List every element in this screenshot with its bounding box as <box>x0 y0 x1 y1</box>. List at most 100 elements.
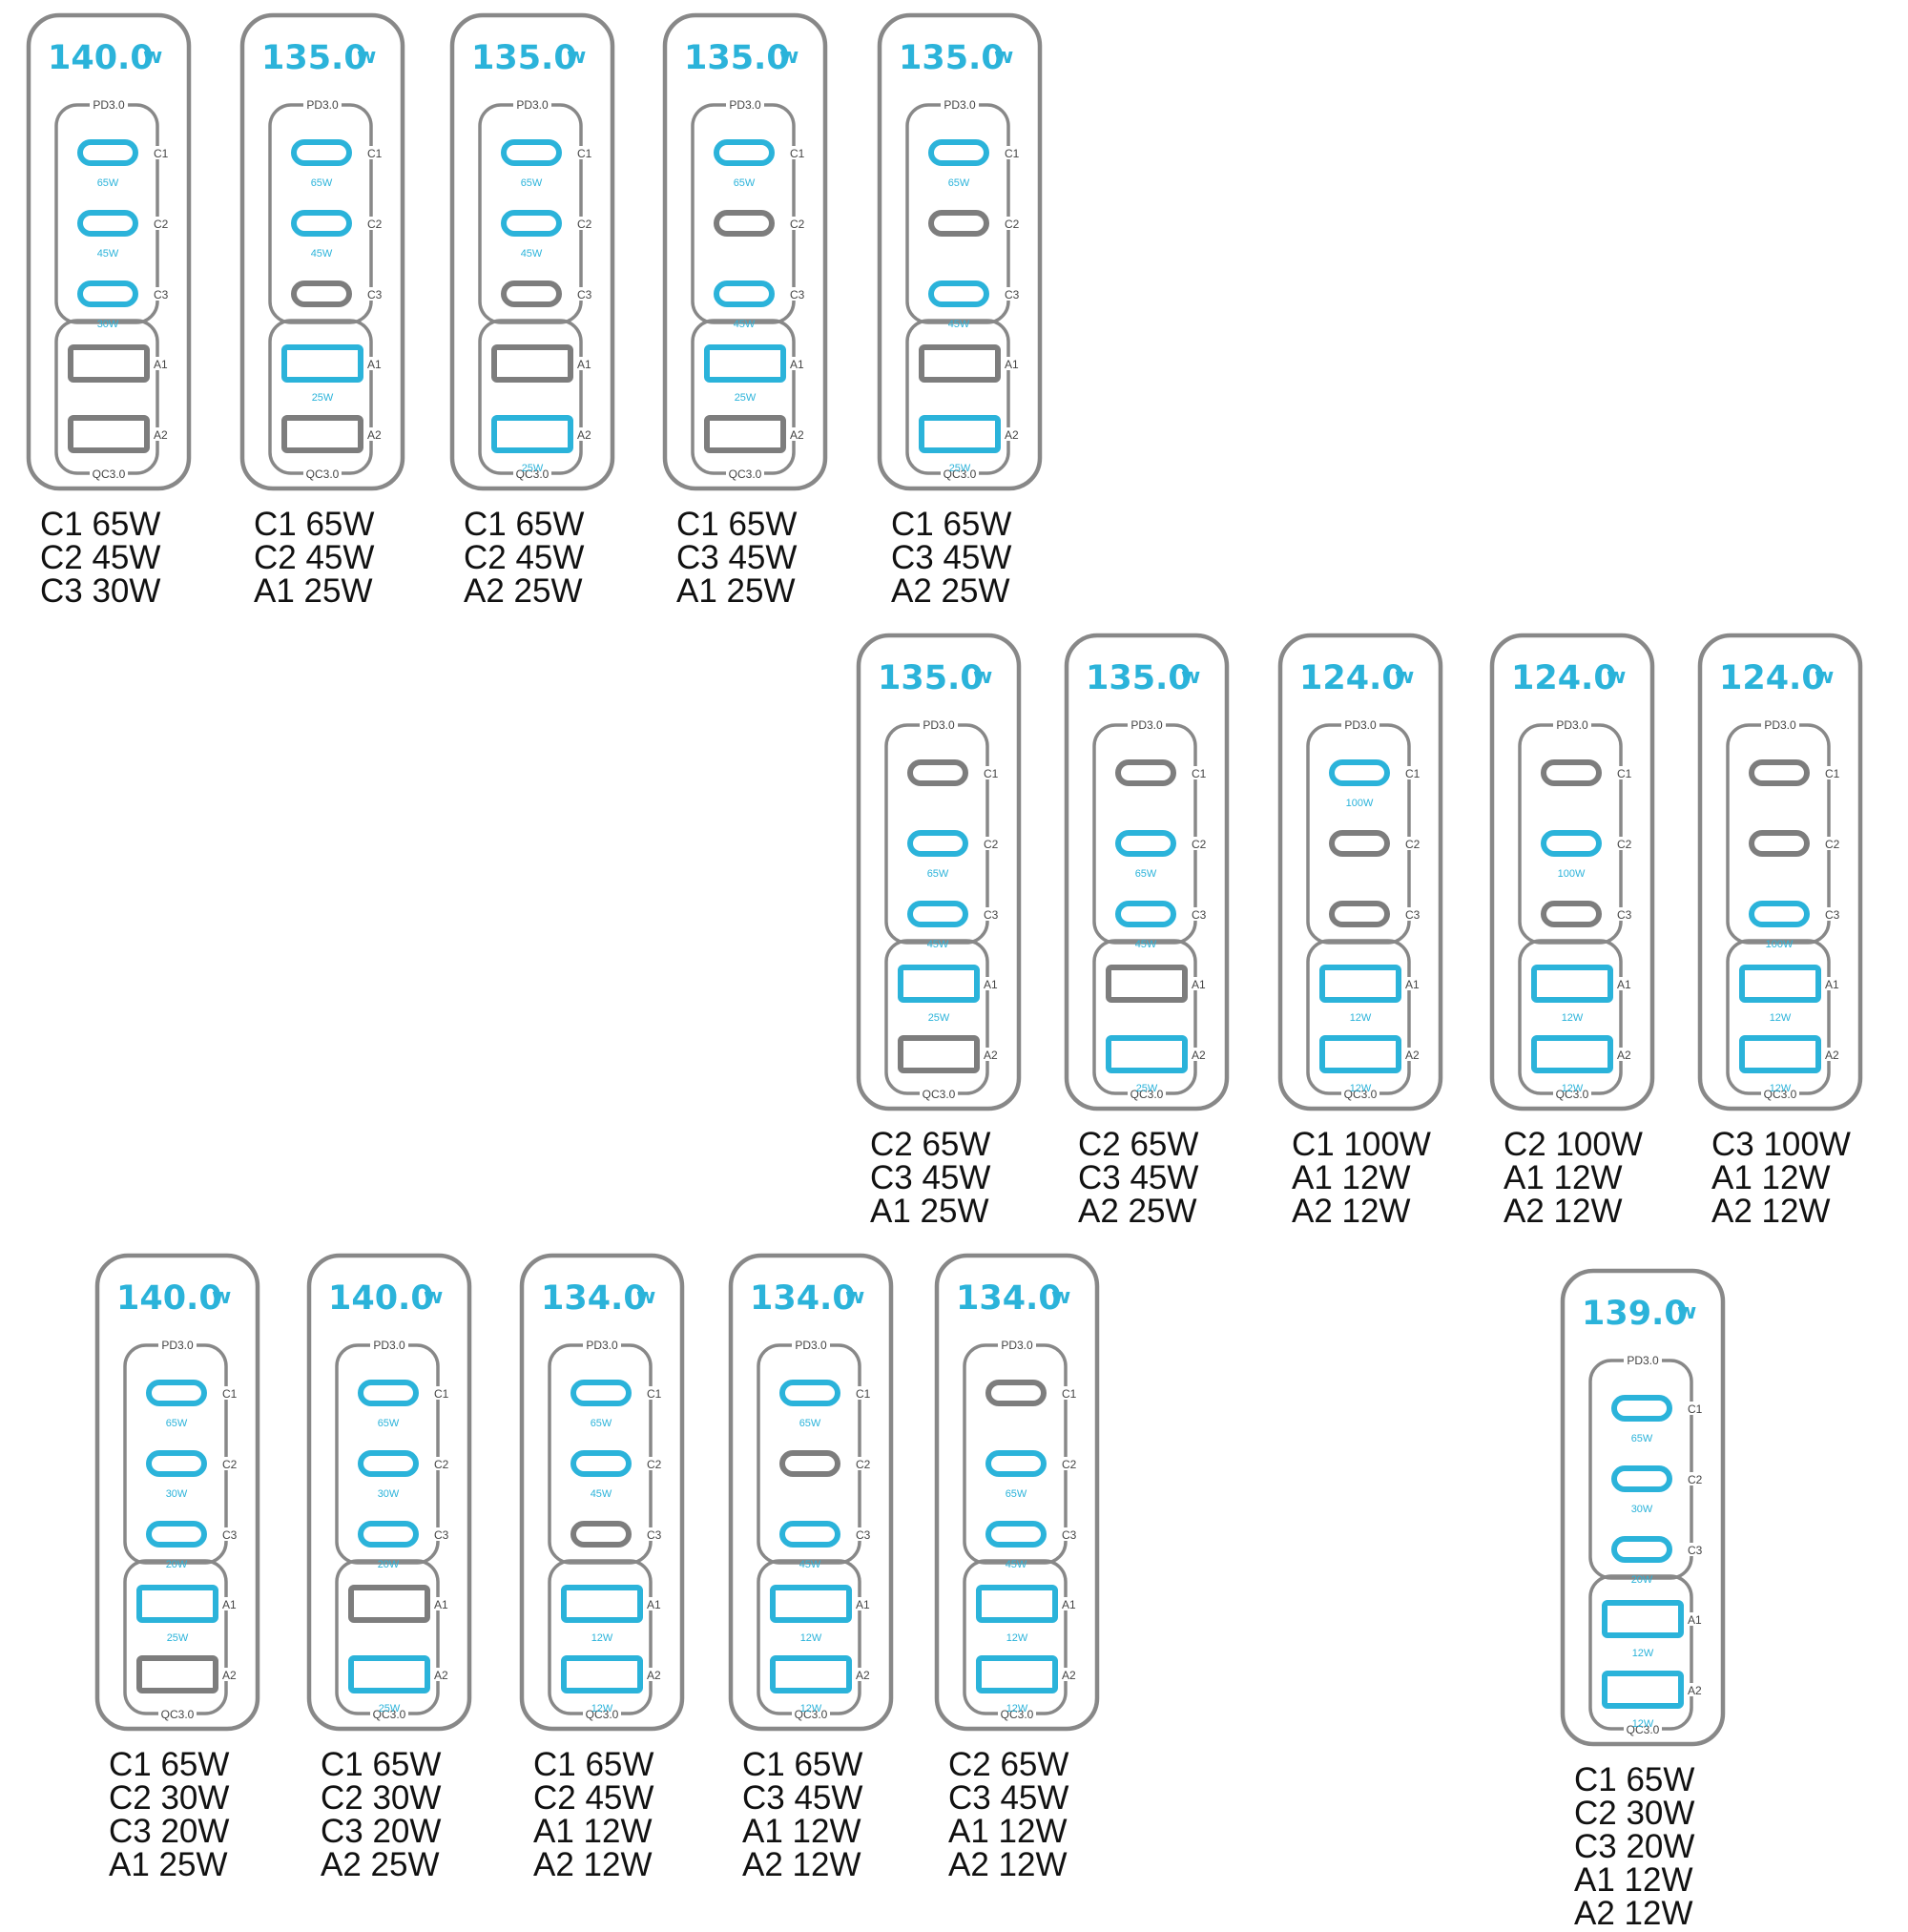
port-wattage-c2: 45W <box>591 1488 612 1500</box>
caption-line: C3 45W <box>891 539 1012 576</box>
port-wattage-c3: 45W <box>799 1559 821 1570</box>
port-wattage-a1: 12W <box>591 1632 613 1644</box>
pd-label: PD3.0 <box>729 98 761 112</box>
port-wattage-c1: 100W <box>1346 798 1374 809</box>
usb-a-port-a1 <box>704 344 786 383</box>
port-label-a2: A2 <box>647 1669 661 1682</box>
port-label-c1: C1 <box>1617 767 1632 780</box>
usb-a-port-a2 <box>561 1655 643 1693</box>
port-wattage-a1: 12W <box>1770 1012 1792 1024</box>
usb-a-port-a1 <box>1531 965 1613 1003</box>
total-wattage: 140.0 <box>328 1279 434 1318</box>
port-wattage-a1: 12W <box>1562 1012 1584 1024</box>
port-wattage-a2: 12W <box>591 1703 613 1714</box>
usb-a-port-a1 <box>770 1585 852 1623</box>
usb-a-port-a2 <box>348 1655 430 1693</box>
port-wattage-c3: 45W <box>734 319 756 330</box>
port-label-c3: C3 <box>1825 908 1840 922</box>
usb-c-port-c2 <box>358 1450 419 1477</box>
port-label-a1: A1 <box>222 1598 237 1611</box>
usb-c-port-c1 <box>146 1380 207 1406</box>
port-wattage-c3: 30W <box>97 319 119 330</box>
usb-c-port-c2 <box>714 210 775 237</box>
port-wattage-c1: 65W <box>166 1418 188 1429</box>
port-wattage-a1: 12W <box>1632 1648 1654 1659</box>
port-label-c1: C1 <box>222 1387 238 1401</box>
usb-c-port-c1 <box>985 1380 1047 1406</box>
port-wattage-a2: 25W <box>522 463 544 474</box>
caption-line: A2 12W <box>948 1846 1068 1883</box>
pd-label: PD3.0 <box>1344 718 1377 732</box>
total-wattage: 135.0 <box>1086 659 1192 697</box>
port-label-c2: C2 <box>577 218 592 231</box>
port-label-c2: C2 <box>1405 838 1421 851</box>
qc-label: QC3.0 <box>586 1708 619 1721</box>
port-wattage-c1: 65W <box>97 177 119 189</box>
caption-line: C3 45W <box>676 539 798 576</box>
caption-line: C2 30W <box>321 1779 442 1817</box>
total-wattage-unit: w <box>779 45 798 69</box>
caption-line: C1 65W <box>676 506 798 543</box>
usb-c-port-c3 <box>358 1521 419 1548</box>
port-label-a2: A2 <box>1062 1669 1076 1682</box>
caption-line: C3 45W <box>1078 1159 1199 1196</box>
usb-c-port-c3 <box>714 280 775 307</box>
port-label-a2: A2 <box>1825 1049 1839 1062</box>
usb-a-port-a2 <box>491 415 573 453</box>
qc-label: QC3.0 <box>795 1708 828 1721</box>
caption-line: C3 20W <box>321 1813 442 1850</box>
pd-label: PD3.0 <box>161 1339 194 1352</box>
usb-c-port-c1 <box>928 139 989 166</box>
pd-label: PD3.0 <box>1130 718 1163 732</box>
usb-a-port-a2 <box>919 415 1001 453</box>
port-label-c3: C3 <box>222 1528 238 1542</box>
port-label-c1: C1 <box>577 147 592 160</box>
caption-line: A1 12W <box>948 1813 1068 1850</box>
qc-label: QC3.0 <box>93 467 126 481</box>
total-wattage: 124.0 <box>1299 659 1405 697</box>
caption-line: C3 20W <box>109 1813 230 1850</box>
caption-line: A1 12W <box>1711 1159 1831 1196</box>
port-wattage-c3: 45W <box>1135 939 1157 950</box>
port-wattage-c3: 20W <box>1631 1574 1653 1586</box>
port-label-c3: C3 <box>367 288 383 301</box>
port-wattage-c2: 65W <box>1006 1488 1027 1500</box>
qc-label: QC3.0 <box>1344 1088 1378 1101</box>
port-wattage-a1: 25W <box>928 1012 950 1024</box>
caption-line: C1 65W <box>742 1746 863 1783</box>
port-label-a1: A1 <box>1825 978 1839 991</box>
total-wattage-unit: w <box>143 45 162 69</box>
caption-line: C2 65W <box>870 1126 991 1163</box>
pd-label: PD3.0 <box>944 98 976 112</box>
port-wattage-c2: 65W <box>1135 868 1157 880</box>
usb-c-port-c3 <box>1611 1536 1672 1563</box>
usb-c-port-c1 <box>1329 759 1390 786</box>
usb-c-port-c3 <box>1329 901 1390 927</box>
port-wattage-c1: 65W <box>591 1418 612 1429</box>
caption-line: A1 25W <box>109 1846 228 1883</box>
port-label-a2: A2 <box>577 428 591 442</box>
port-label-c2: C2 <box>1192 838 1207 851</box>
port-label-a1: A1 <box>984 978 998 991</box>
caption-line: C1 100W <box>1292 1126 1431 1163</box>
port-wattage-c1: 65W <box>378 1418 400 1429</box>
caption-line: C3 100W <box>1711 1126 1851 1163</box>
port-label-c3: C3 <box>1405 908 1421 922</box>
